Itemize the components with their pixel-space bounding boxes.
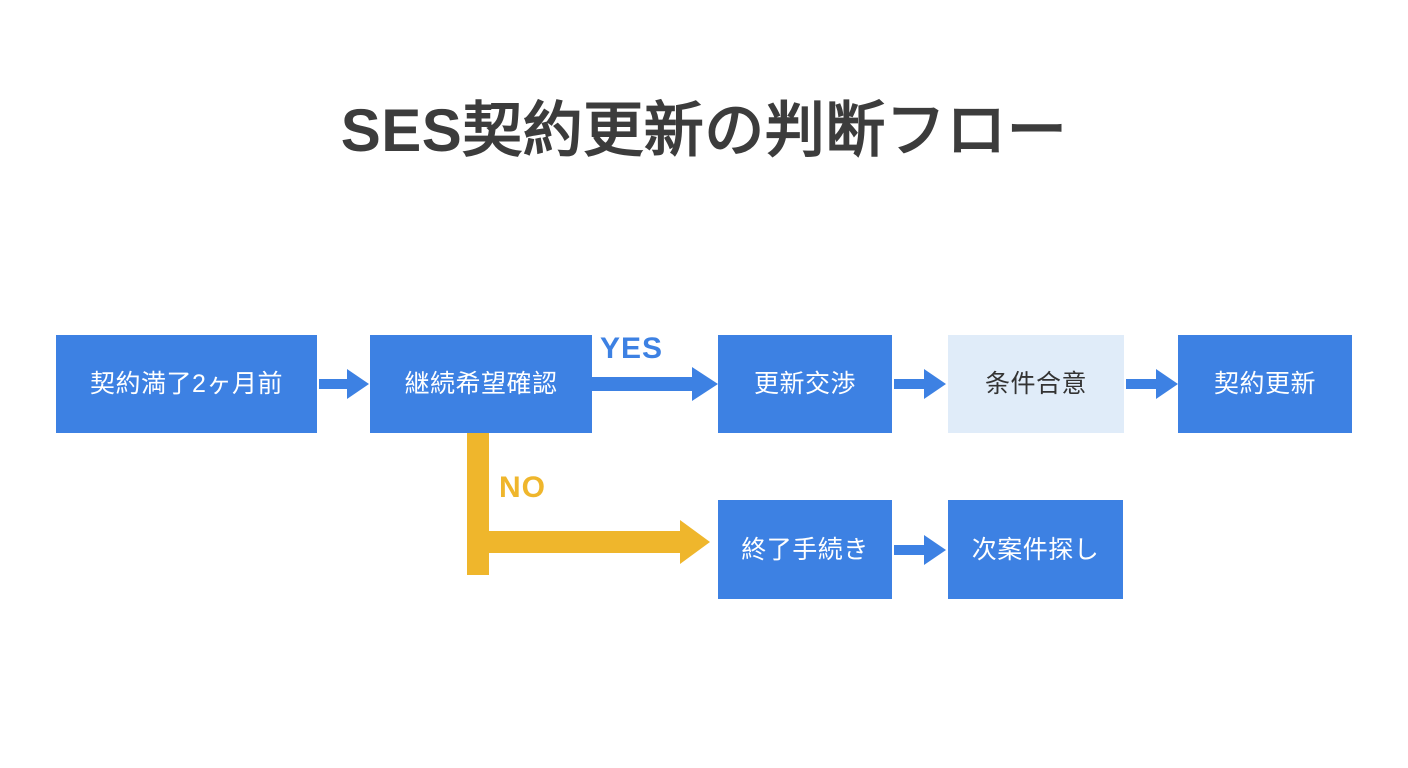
node-contract-expiry-2months[interactable]: 契約満了2ヶ月前 [56, 335, 317, 433]
node-termination-process[interactable]: 終了手続き [718, 500, 892, 599]
arrow-head [924, 369, 946, 399]
arrow-shaft [894, 379, 926, 389]
arrow-shaft [592, 377, 696, 391]
branch-label-yes: YES [600, 332, 664, 365]
arrow-shaft [894, 545, 926, 555]
node-renewal-negotiation[interactable]: 更新交渉 [718, 335, 892, 433]
arrow-shaft [1126, 379, 1158, 389]
elbow-arrow-head [680, 520, 710, 564]
page-title: SES契約更新の判断フロー [340, 97, 1068, 164]
arrow-shaft [319, 379, 349, 389]
elbow-vertical-segment [467, 433, 489, 575]
node-continuation-confirmation[interactable]: 継続希望確認 [370, 335, 592, 433]
node-contract-renewal[interactable]: 契約更新 [1178, 335, 1352, 433]
arrow-head [1156, 369, 1178, 399]
arrow-head [692, 367, 718, 401]
elbow-horizontal-segment [467, 531, 682, 553]
arrow-head [347, 369, 369, 399]
branch-label-no: NO [499, 471, 546, 504]
node-terms-agreement[interactable]: 条件合意 [948, 335, 1124, 433]
node-next-project-search[interactable]: 次案件探し [948, 500, 1123, 599]
arrow-head [924, 535, 946, 565]
